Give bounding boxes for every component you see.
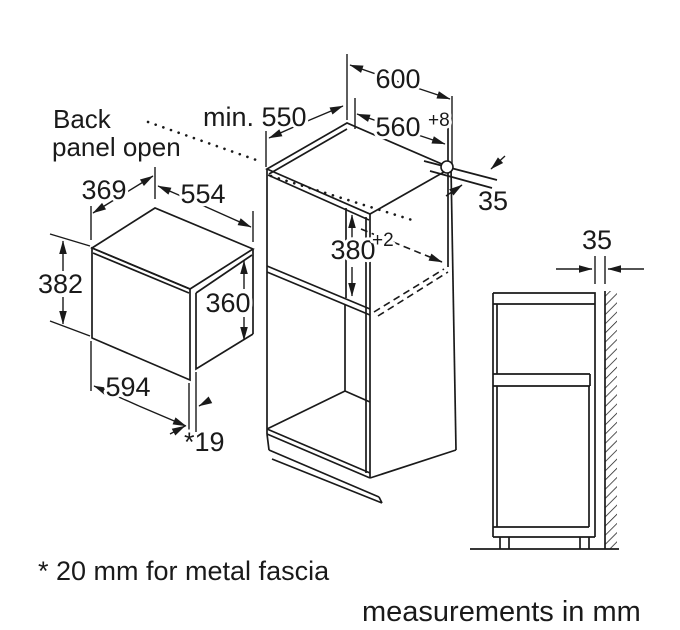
dim-cabinet-width: 600 <box>346 54 453 165</box>
back-panel-note: Back panel open <box>52 104 181 162</box>
back-panel-open-leader <box>146 120 414 222</box>
dim-wall-clearance: 35 <box>556 222 644 284</box>
back-panel-note-line2: panel open <box>52 132 181 162</box>
wall-hatching <box>605 291 617 549</box>
dim-label-380-tolerance: +2 <box>372 230 394 251</box>
dim-appliance-front-width: 594 <box>90 341 187 427</box>
dim-label-min-550: min. 550 <box>203 102 307 132</box>
dim-label-19: *19 <box>184 427 225 457</box>
dim-cutout-width: 560 +8 <box>354 98 453 145</box>
dim-label-rear-35: 35 <box>478 186 508 216</box>
microwave-body <box>90 207 255 382</box>
dim-label-560-tolerance: +8 <box>428 110 450 131</box>
dim-label-594: 594 <box>105 372 150 402</box>
dim-label-560: 560 <box>375 112 420 142</box>
dim-appliance-top-width: 554 <box>157 176 254 242</box>
dim-label-wall-35: 35 <box>582 225 612 255</box>
dim-min-depth: min. 550 <box>200 99 344 167</box>
dim-label-380: 380 <box>330 235 375 265</box>
dim-label-600: 600 <box>375 64 420 94</box>
microwave-drawing: 369 554 382 360 594 <box>35 167 255 460</box>
dim-label-369: 369 <box>81 175 126 205</box>
back-panel-note-line1: Back <box>53 104 112 134</box>
dim-cutout-height: 380 +2 <box>327 214 397 297</box>
side-view-drawing: 35 <box>470 222 644 550</box>
cabinet-feet <box>499 537 590 549</box>
dim-label-360: 360 <box>205 288 250 318</box>
socket-circle <box>440 160 454 174</box>
dim-rear-clearance: 35 <box>423 155 511 219</box>
dim-appliance-body-height: 360 <box>202 260 254 341</box>
dim-fascia-depth: *19 <box>169 372 228 460</box>
units-note: measurements in mm <box>362 596 641 628</box>
dim-appliance-front-height: 382 <box>35 233 91 337</box>
dim-label-382: 382 <box>38 269 83 299</box>
dim-appliance-depth: 369 <box>78 167 156 240</box>
shelf-dashed-lines <box>360 228 449 317</box>
dim-label-554: 554 <box>180 179 225 209</box>
cabinet-body <box>265 118 457 504</box>
side-cabinet-body <box>492 292 596 549</box>
footnote: * 20 mm for metal fascia <box>38 556 330 586</box>
cabinet-drawing: Back panel open min. 550 600 560 +8 380 <box>52 54 511 504</box>
